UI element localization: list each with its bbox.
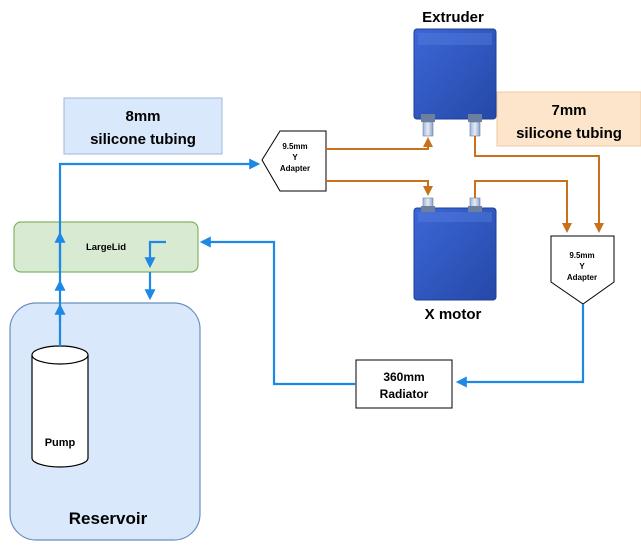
tubing-8mm-size: 8mm [125,108,160,125]
pump-label: Pump [45,437,76,449]
pump: Pump [31,345,89,468]
y-adapter-top-y: Y [292,153,298,162]
blue-tubing [54,158,585,388]
radiator-size: 360mm [383,370,424,384]
pipe-extruder-to-y-adapter [474,136,604,233]
x-motor-fitting-left [421,197,435,212]
pipe-radiator-to-lid [199,236,356,386]
reservoir-label: Reservoir [69,509,148,528]
extruder-fitting-left [421,114,435,137]
pipe-x-motor-to-y-adapter [474,180,572,233]
pipe-y-adapter-to-x-motor [326,180,433,196]
tubing-7mm-label-box: 7mm silicone tubing [496,91,641,147]
y-adapter-right: 9.5mm Y Adapter [550,235,615,305]
pipe-y-adapter-to-extruder [326,137,433,150]
orange-tubing [326,136,604,233]
extruder-block: Extruder [413,9,497,137]
y-adapter-top-adapter: Adapter [280,164,310,173]
pipe-y-adapter-to-radiator [455,304,585,388]
y-adapter-top-size: 9.5mm [282,142,307,151]
tubing-8mm-type: silicone tubing [90,131,196,148]
y-adapter-top: 9.5mm Y Adapter [261,130,327,192]
radiator-type: Radiator [380,387,429,401]
y-adapter-right-y: Y [579,262,585,271]
tubing-7mm-size: 7mm [551,102,586,119]
large-lid-label: LargeLid [86,242,126,253]
x-motor-fitting-right [468,197,482,212]
tubing-7mm-type: silicone tubing [516,125,622,142]
x-motor-label: X motor [425,306,482,323]
x-motor-block: X motor [413,197,497,323]
radiator: 360mm Radiator [355,359,453,409]
extruder-label: Extruder [422,9,484,26]
y-adapter-right-adapter: Adapter [567,273,597,282]
pipe-lid-return [144,240,166,269]
extruder-fitting-right [468,114,482,137]
tubing-8mm-label-box: 8mm silicone tubing [63,97,223,155]
large-lid: LargeLid [13,221,199,273]
y-adapter-right-size: 9.5mm [569,251,594,260]
